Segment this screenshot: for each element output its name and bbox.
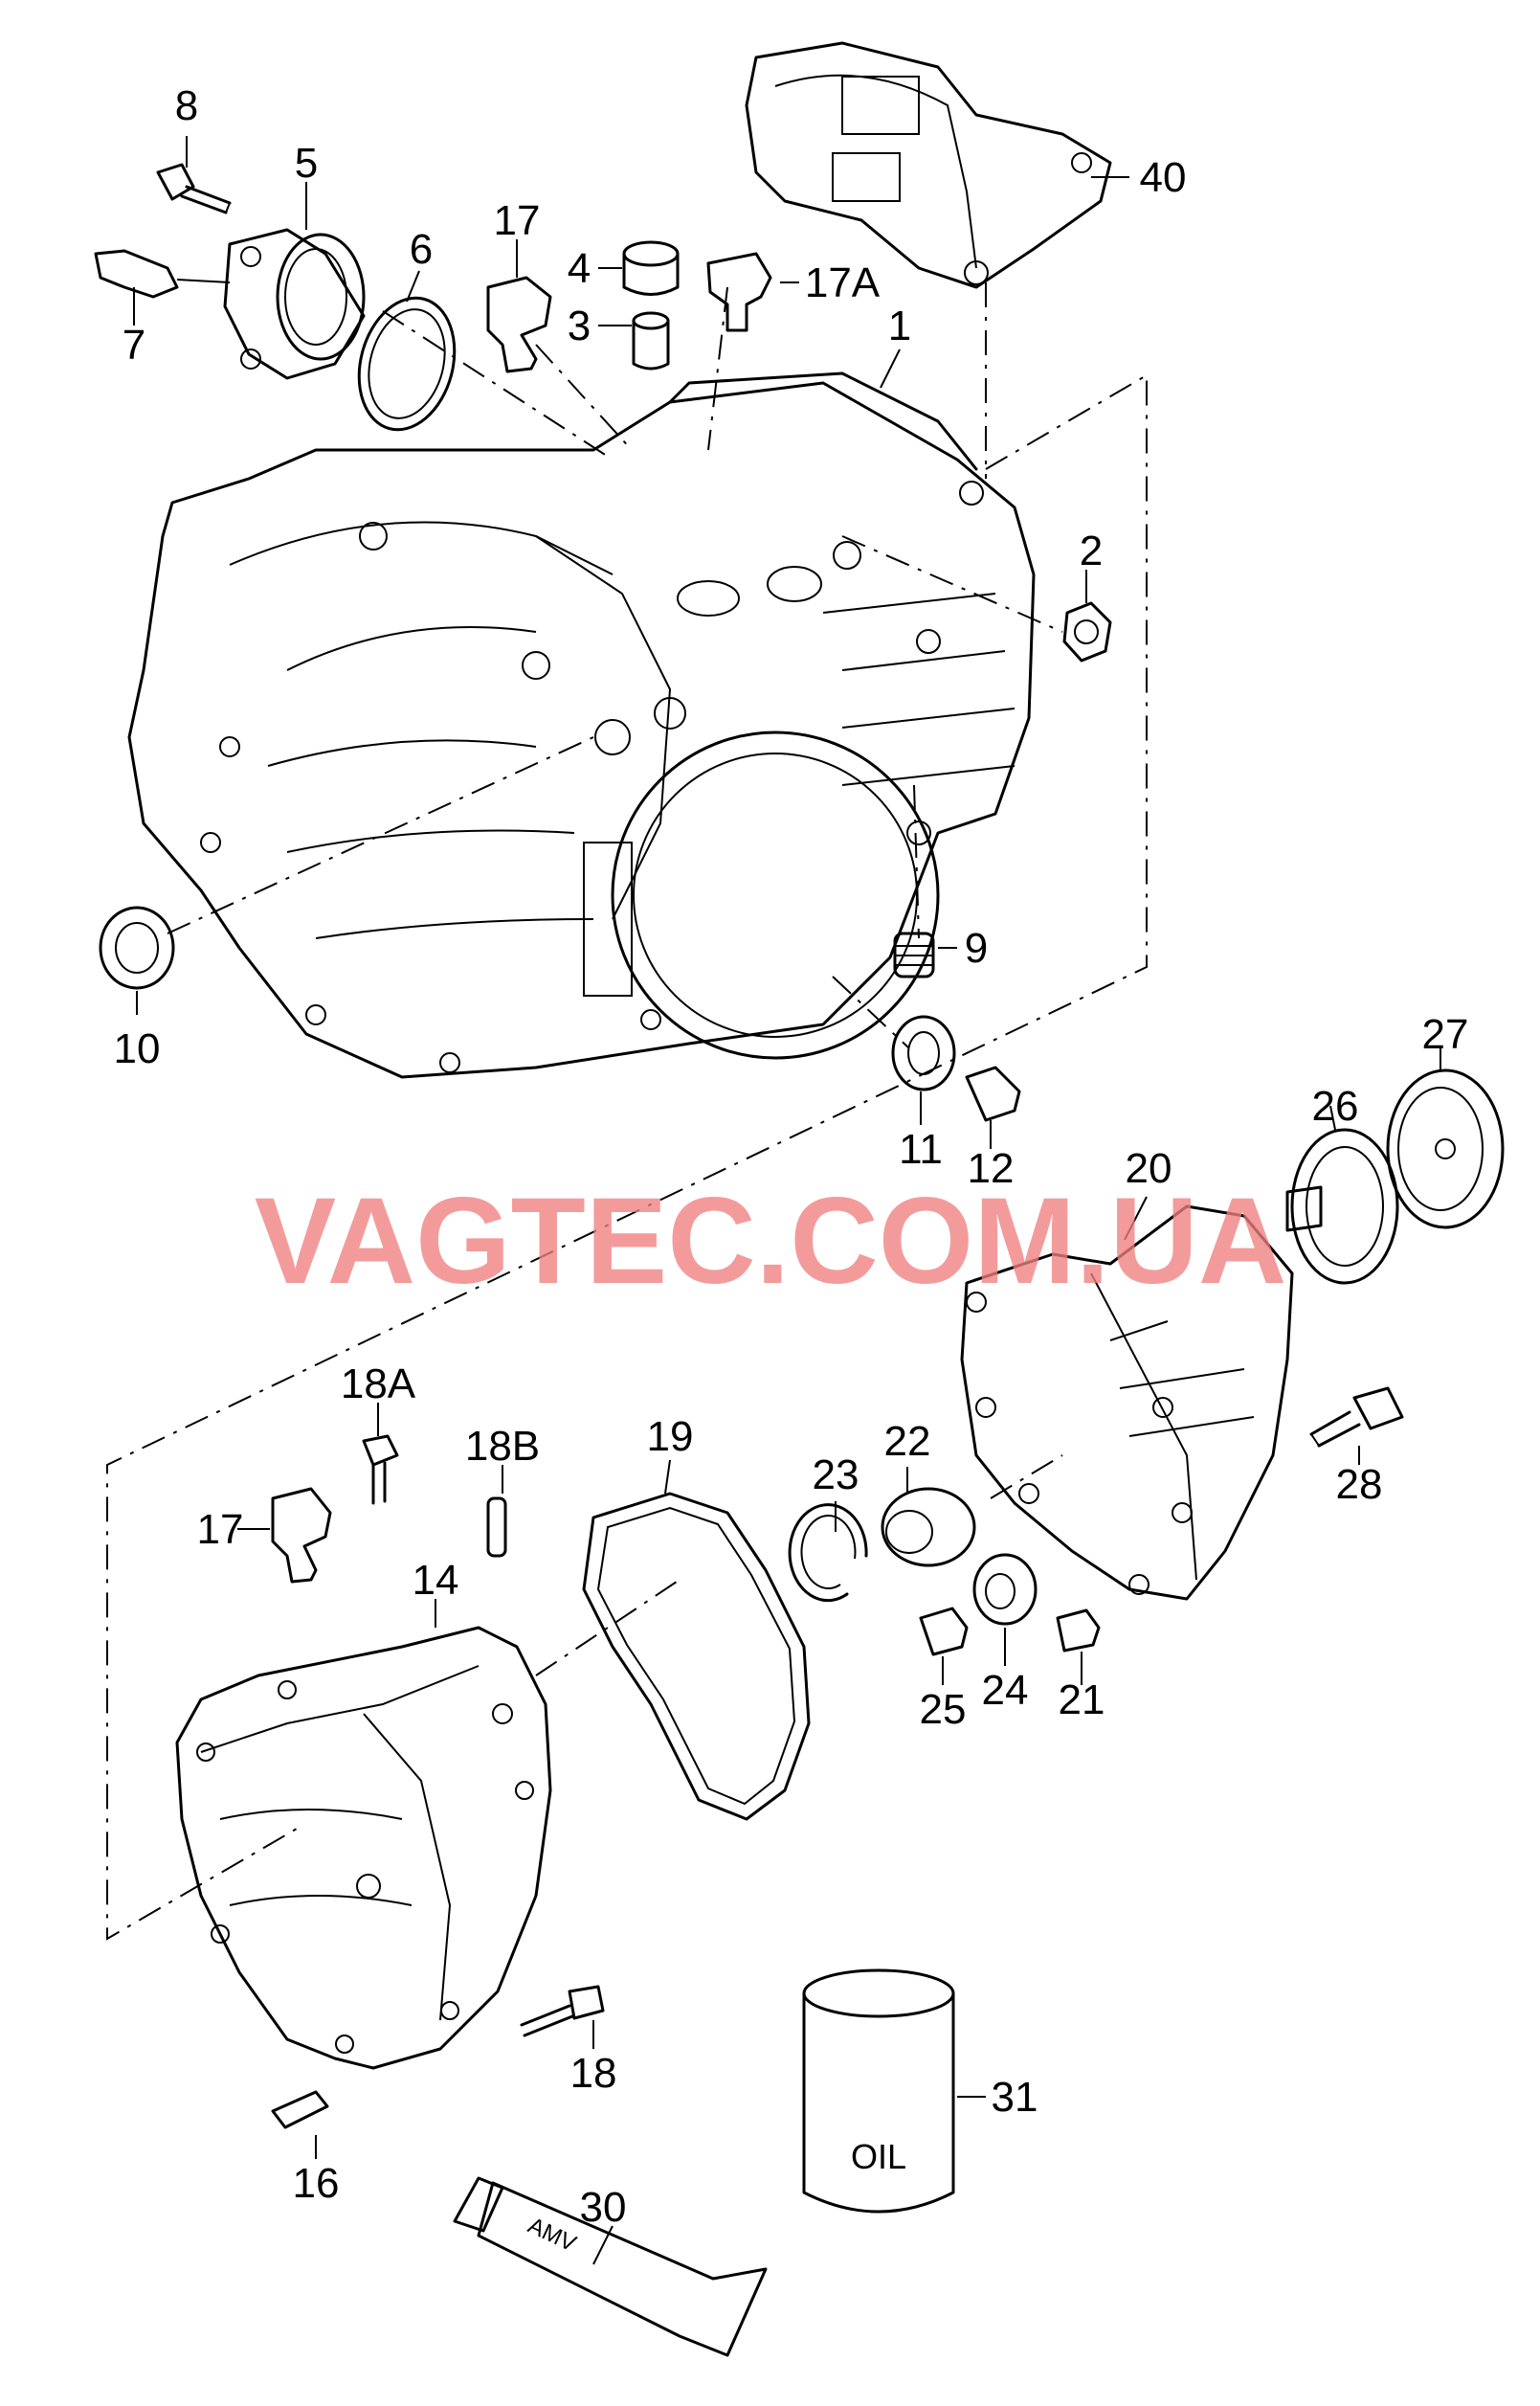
- label-part-16: 16: [293, 2160, 340, 2207]
- bush-part-21: [1056, 1608, 1101, 1653]
- label-part-6: 6: [410, 226, 433, 273]
- nut-part-2: [1062, 601, 1112, 663]
- seal-part-10: [99, 906, 175, 990]
- cover-part-20: [960, 1204, 1294, 1601]
- label-part-2: 2: [1080, 528, 1103, 574]
- label-part-1: 1: [888, 303, 911, 349]
- gasket-part-19: [582, 1492, 811, 1821]
- switch-part-17a: [706, 252, 772, 332]
- label-part-18a: 18A: [341, 1360, 416, 1407]
- label-part-4: 4: [568, 245, 591, 292]
- tube-text: AMV: [524, 2213, 580, 2257]
- pin-part-18b: [486, 1496, 507, 1558]
- spring-part-9: [893, 932, 935, 978]
- label-part-27: 27: [1422, 1011, 1469, 1058]
- sensor-part-7: [94, 249, 231, 299]
- label-part-19: 19: [647, 1413, 694, 1460]
- label-part-28: 28: [1336, 1461, 1383, 1508]
- assembly-guide-lines: [106, 282, 1148, 1941]
- pin-part-16: [271, 2090, 329, 2129]
- watermark: VAGTEC.COM.UA: [255, 1173, 1287, 1310]
- seal-part-11: [891, 1015, 956, 1091]
- bolt-part-8: [156, 163, 232, 214]
- circlip-part-23: [788, 1503, 868, 1603]
- housing-part-14: [175, 1626, 552, 2070]
- label-part-18: 18: [570, 2050, 617, 2097]
- label-part-12: 12: [968, 1145, 1015, 1192]
- label-part-14: 14: [413, 1557, 459, 1604]
- plug-part-17: [486, 276, 552, 373]
- label-part-10: 10: [114, 1025, 161, 1072]
- bracket-part-40: [745, 41, 1112, 289]
- gasket-part-6: [357, 296, 457, 432]
- bush-part-12: [965, 1066, 1021, 1122]
- label-part-30: 30: [580, 2184, 627, 2231]
- part-labels: 8 5 6 7 17 4 3 17A 1 40 2 9 10 11 12 20 …: [114, 82, 1469, 2231]
- label-part-40: 40: [1140, 154, 1187, 201]
- sleeve-part-3: [632, 311, 670, 371]
- label-part-3: 3: [568, 303, 591, 349]
- label-part-8: 8: [175, 82, 198, 129]
- label-part-11: 11: [899, 1126, 943, 1173]
- cap-part-27: [1386, 1068, 1505, 1229]
- label-part-31: 31: [992, 2074, 1038, 2121]
- label-part-5: 5: [295, 140, 318, 187]
- bolt-part-18: [520, 1985, 605, 2037]
- label-part-21: 21: [1059, 1676, 1105, 1723]
- label-part-17: 17: [494, 197, 541, 244]
- seal-part-24: [972, 1553, 1038, 1626]
- label-part-25: 25: [920, 1686, 967, 1733]
- oil-can-text: OIL: [851, 2137, 906, 2176]
- label-part-23: 23: [813, 1451, 859, 1498]
- bolt-part-28: [1309, 1386, 1404, 1448]
- bush-part-25: [919, 1607, 969, 1656]
- leader-lines: [133, 136, 1441, 2265]
- oil-can-part-31: OIL: [802, 1968, 955, 2214]
- cap-part-4: [622, 240, 680, 296]
- label-part-26: 26: [1312, 1083, 1359, 1130]
- gearbox-housing-part-1: [127, 371, 1036, 1079]
- label-part-18b: 18B: [465, 1423, 540, 1470]
- label-part-20: 20: [1126, 1145, 1172, 1192]
- bolt-part-18a: [362, 1434, 399, 1505]
- label-part-24: 24: [982, 1667, 1029, 1714]
- flange-part-26: [1285, 1128, 1399, 1285]
- label-part-7: 7: [123, 322, 145, 369]
- label-part-22: 22: [884, 1418, 931, 1465]
- bearing-part-22: [881, 1487, 976, 1567]
- plug-part-17-lower: [271, 1487, 332, 1584]
- flange-part-5: [223, 228, 366, 380]
- label-part-17a: 17A: [805, 259, 881, 306]
- label-part-17-lower: 17: [197, 1506, 244, 1553]
- label-part-9: 9: [965, 925, 988, 972]
